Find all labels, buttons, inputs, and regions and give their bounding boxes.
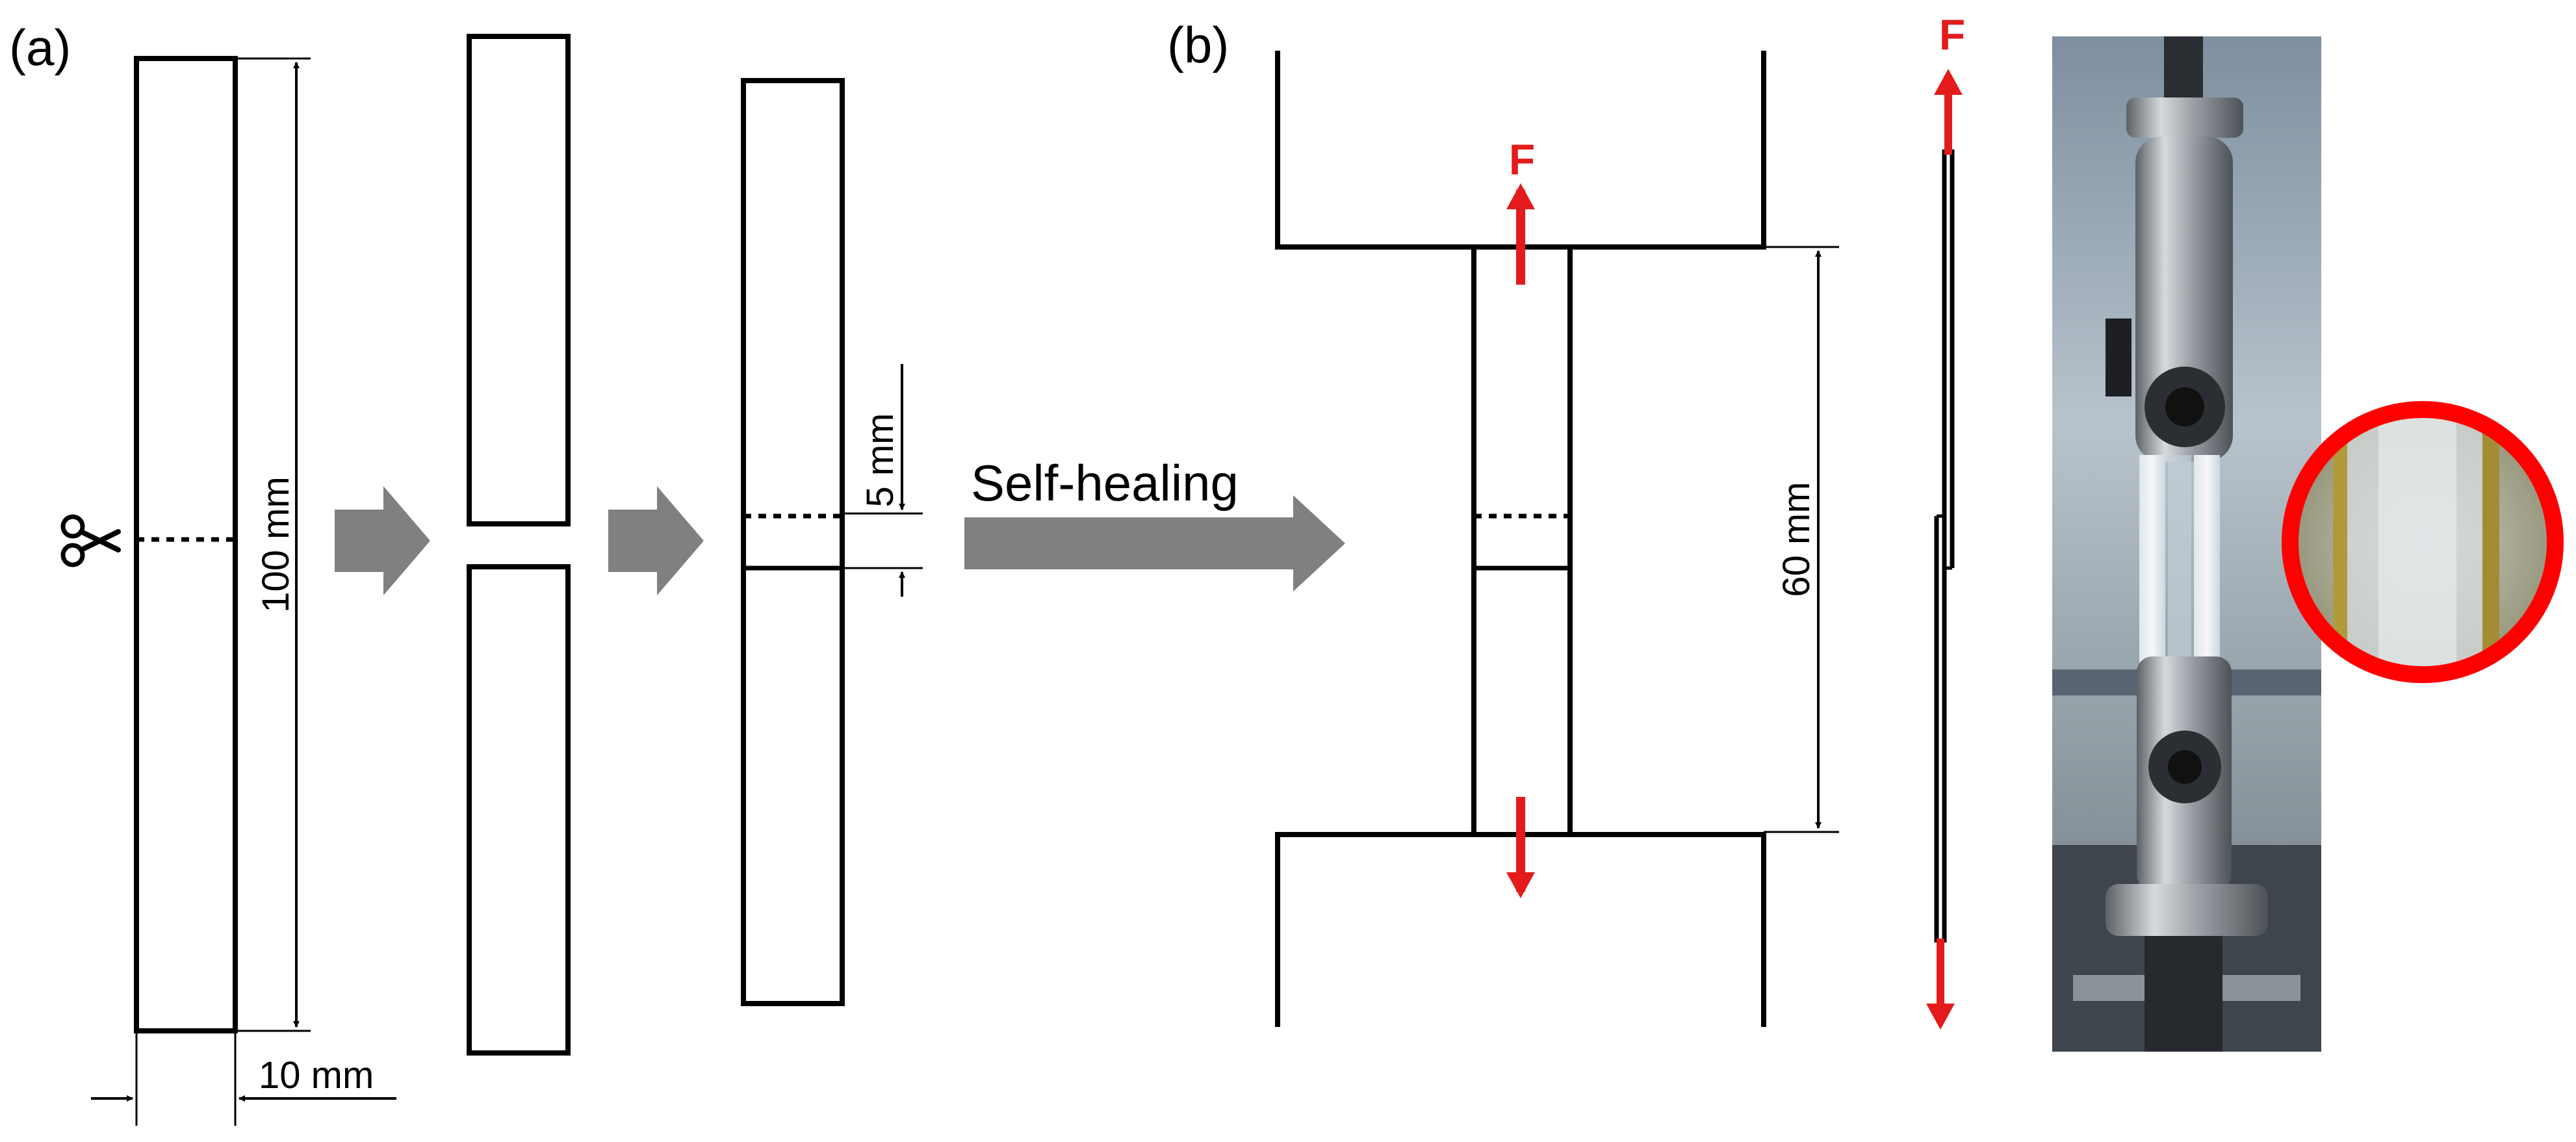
overlap-dimension [842,364,923,597]
panel-label-a: (a) [9,19,71,76]
length-dimension [235,57,311,1032]
lap-joint-side-view [1934,149,1955,942]
panel-label-b: (b) [1167,16,1229,73]
overlapped-specimen [741,78,845,1006]
gauge-dimension [1764,246,1839,833]
force-label-side: F [1939,10,1965,58]
gauge-label: 60 mm [1775,482,1818,597]
overlap-label: 5 mm [859,413,901,508]
width-dimension [91,1033,396,1126]
self-healing-label: Self-healing [971,454,1239,512]
length-label: 100 mm [255,476,297,613]
specimen-strip [134,56,238,1033]
width-label: 10 mm [259,1054,374,1097]
tensile-test-photo [2052,36,2321,1052]
upper-half [467,34,571,526]
self-healing-arrow [964,495,1345,591]
step-arrow-2 [608,486,704,595]
magnified-joint-view [2282,401,2564,683]
step-arrow-1 [335,486,430,595]
force-label-top: F [1509,135,1535,183]
lower-half [467,564,571,1056]
scissors-icon [60,514,121,567]
